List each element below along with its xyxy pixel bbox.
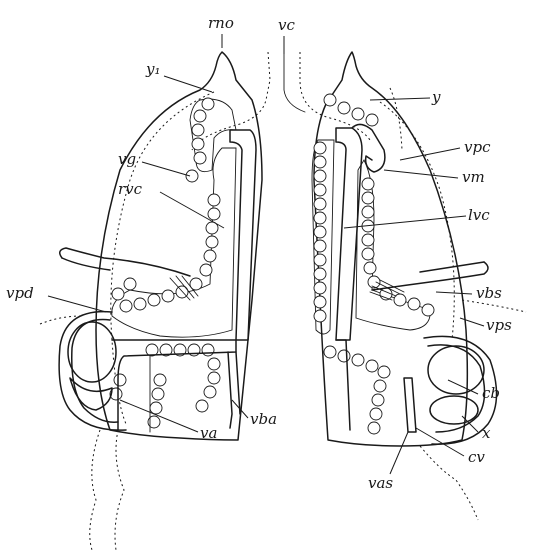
label-vas: vas	[368, 474, 393, 492]
label-vm: vm	[462, 168, 485, 186]
label-vba: vba	[250, 410, 277, 428]
left-organ	[40, 52, 262, 550]
label-vpd: vpd	[6, 284, 34, 302]
central-vessel	[192, 52, 370, 150]
label-y: y	[431, 88, 441, 106]
label-rno: rno	[208, 14, 234, 32]
label-vbs: vbs	[476, 284, 502, 302]
label-vpc: vpc	[464, 138, 491, 156]
label-y1: y₁	[145, 60, 161, 78]
label-vg: vg	[118, 150, 136, 168]
label-cv: cv	[468, 448, 485, 466]
label-lvc: lvc	[468, 206, 490, 224]
label-vps: vps	[486, 316, 512, 334]
label-x: x	[482, 424, 491, 442]
label-vc: vc	[278, 16, 295, 34]
leader-lines	[48, 34, 484, 474]
label-rvc: rvc	[118, 180, 143, 198]
label-va: va	[200, 424, 217, 442]
label-cb: cb	[482, 384, 500, 402]
